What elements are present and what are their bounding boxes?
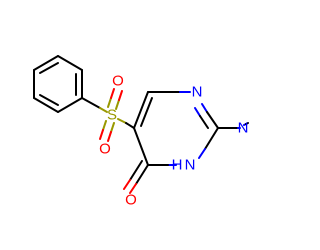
atom-hydrogen-nh-label: H [172,157,183,174]
atom-sulfur-label: S [107,107,117,124]
phenyl-sulfur-bond [81,97,101,109]
benzene-bond [57,55,83,71]
benzene-bond [33,97,59,113]
atom-nitrogen-nh-label: N [185,157,196,174]
sulfur-oxygen-bottom-bond [102,120,107,131]
sulfur-oxygen-bottom-double-bond-colored [107,131,112,142]
c5-c6-bond [133,91,149,129]
molecule-structure-diagram: S O O N N H O N [33,55,249,209]
c4-oxygen-double-bond [129,160,143,181]
c4-oxygen-double-bond-colored [123,179,131,190]
phenyl-sulfur-bond-colored [99,107,108,113]
sulfur-oxygen-top-bond-colored [110,88,115,99]
n1-c2-double-bond [199,115,209,129]
pyrimidine-ring [133,91,219,166]
c2-n3-bond-colored [198,148,206,159]
dimethyl-nitrogen-methyl-top-bond [245,122,249,125]
n1-c2-bond-colored [201,103,208,113]
atom-oxygen-carbonyl-label: O [125,192,137,209]
c4-oxygen-bond-colored [129,183,137,194]
sulfur-oxygen-top-bond [107,97,112,108]
benzene-bond [33,55,59,71]
sulfur-c5-bond [125,122,135,129]
c2-n3-bond [204,127,219,150]
c5-c6-double-bond [140,97,153,127]
sulfur-oxygen-top-double-bond [115,99,120,110]
sulfur-oxygen-top-double-bond-colored [118,90,123,101]
benzene-inner-double-bond [39,62,59,74]
n1-c2-bond [206,111,219,129]
atom-nitrogen-dimethyl-label: N [238,120,249,137]
atom-oxygen-bottom-label: O [99,141,111,158]
c4-c5-bond [133,127,149,166]
sulfur-c5-bond-colored [117,118,127,124]
sulfur-oxygen-bottom-bond-colored [99,129,104,140]
c4-oxygen-bond [135,164,149,185]
n1-c2-double-bond-colored [194,107,201,117]
atom-oxygen-top-label: O [112,73,124,90]
benzene-bond [57,97,83,113]
benzene-inner-double-bond [39,94,59,106]
sulfur-oxygen-bottom-double-bond [110,122,115,133]
benzene-ring [33,55,83,113]
atom-nitrogen-ring-label: N [192,84,203,101]
